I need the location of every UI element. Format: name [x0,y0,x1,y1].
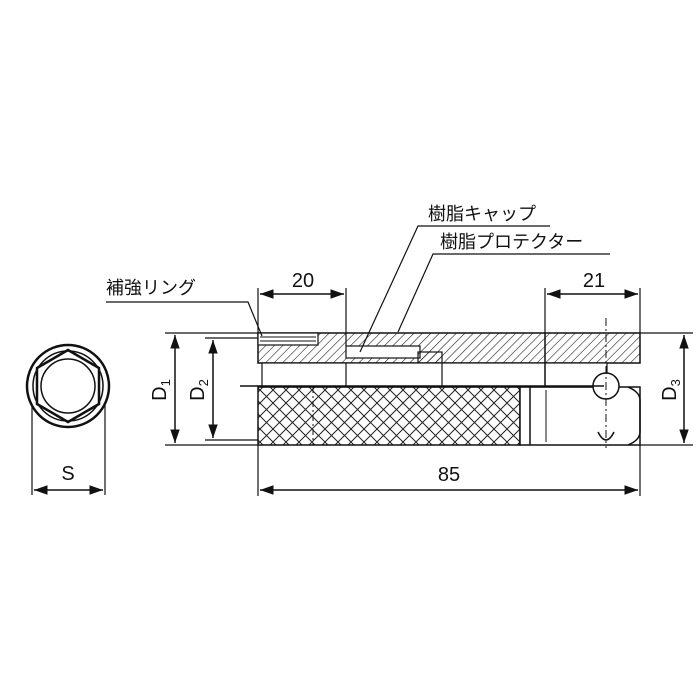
leader-reinforcement-ring [106,301,263,337]
socket-end-view: S [25,343,111,495]
s-dimension-label: S [61,463,74,485]
reinforcement-ring-section [257,332,319,346]
callout-resin-protector: 樹脂プロテクター [440,232,583,253]
d1-label: D1 [149,379,173,401]
upper-wall-section [257,332,641,364]
callout-resin-cap: 樹脂キャップ [428,204,536,225]
d2-label: D2 [187,379,211,401]
end-view-hex-opening [35,348,101,424]
d2-subscript: 2 [196,379,211,386]
end-view-outer-circle [25,343,111,429]
d3-subscript: 3 [668,379,683,386]
d1-subscript: 1 [158,379,173,386]
socket-section-view [240,318,641,448]
dim-21-label: 21 [583,270,605,292]
drive-notch [597,431,615,441]
callout-reinforcement-ring: 補強リング [106,278,196,299]
d3-label: D3 [659,379,683,401]
inner-bore [261,362,608,388]
d1-letter: D [149,386,171,400]
knurled-grip-area [257,386,521,446]
end-view-chamfer-circle [32,350,104,422]
d3-letter: D [659,386,681,400]
drive-end-chamfer [627,386,641,446]
dim-85-label: 85 [438,464,460,486]
leader-resin-protector [397,253,610,333]
d2-letter: D [187,386,209,400]
end-view-inner-circle [40,358,96,414]
dim-20-label: 20 [292,270,314,292]
section-dimensions: 20 21 85 D1 D2 D3 [149,270,693,496]
leader-resin-cap [359,225,550,353]
resin-cap-section [345,345,421,359]
callouts: 補強リング 樹脂キャップ 樹脂プロテクター [106,204,610,353]
drive-end-body [519,386,641,446]
